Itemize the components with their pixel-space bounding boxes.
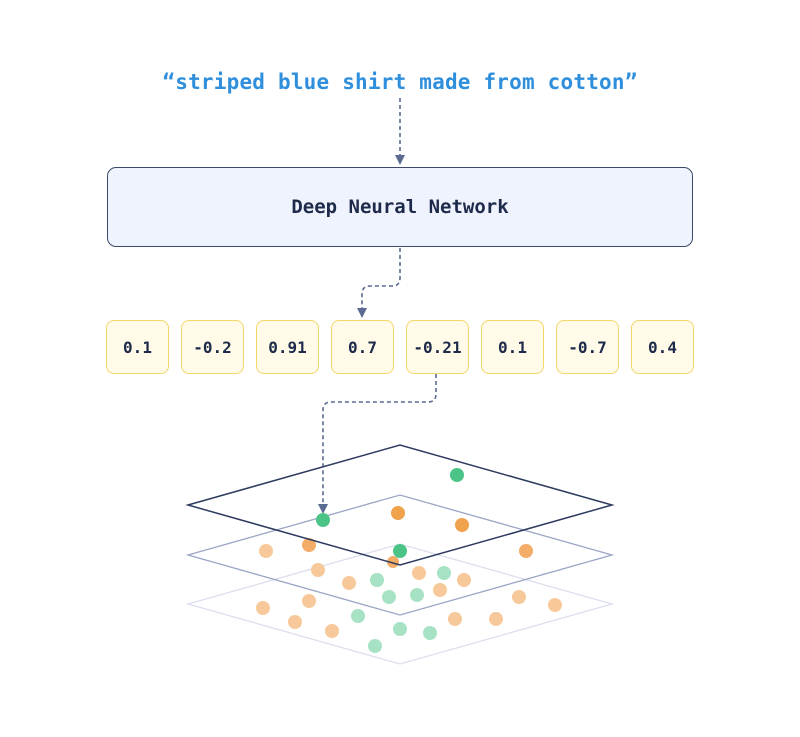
point-orange-faded <box>412 566 426 580</box>
point-green-faded <box>423 626 437 640</box>
point-orange <box>455 518 469 532</box>
point-green <box>450 468 464 482</box>
embedding-cell-3: 0.91 <box>256 320 319 374</box>
embedding-cell-7: -0.7 <box>556 320 619 374</box>
point-green <box>393 544 407 558</box>
point-orange-faded <box>311 563 325 577</box>
vector-plane-top <box>185 444 615 566</box>
point-orange-faded <box>256 601 270 615</box>
point-orange <box>387 556 399 568</box>
point-orange-faded <box>512 590 526 604</box>
embedding-cell-6: 0.1 <box>481 320 544 374</box>
point-green-faded <box>410 588 424 602</box>
arrow-vector-to-space <box>318 374 437 514</box>
point-green-query <box>316 513 330 527</box>
embedding-cell-8: 0.4 <box>631 320 694 374</box>
top-points <box>316 468 469 532</box>
point-green-faded <box>437 566 451 580</box>
deep-neural-network-box: Deep Neural Network <box>107 167 693 247</box>
point-orange-faded <box>457 573 471 587</box>
arrow-network-to-vector <box>357 248 401 318</box>
point-green-faded <box>351 609 365 623</box>
embedding-cell-1: 0.1 <box>106 320 169 374</box>
vector-plane-bottom <box>185 543 615 665</box>
embedding-cell-4: 0.7 <box>331 320 394 374</box>
deep-neural-network-label: Deep Neural Network <box>291 196 509 218</box>
point-orange-faded <box>259 544 273 558</box>
point-orange-faded <box>489 612 503 626</box>
point-green-faded <box>393 622 407 636</box>
embedding-cell-5: -0.21 <box>406 320 469 374</box>
point-orange-faded <box>342 576 356 590</box>
point-orange-faded <box>288 615 302 629</box>
point-orange <box>391 506 405 520</box>
point-orange-faded <box>548 598 562 612</box>
point-green-faded <box>368 639 382 653</box>
point-green-faded <box>382 590 396 604</box>
embedding-cell-2: -0.2 <box>181 320 244 374</box>
point-orange-faded <box>433 583 447 597</box>
embedding-vector: 0.1 -0.2 0.91 0.7 -0.21 0.1 -0.7 0.4 <box>106 320 694 374</box>
point-orange-faded <box>325 624 339 638</box>
point-orange-faded <box>448 612 462 626</box>
faded-points <box>256 544 562 653</box>
vector-plane-middle <box>185 494 615 616</box>
point-orange <box>519 544 533 558</box>
point-green-faded <box>370 573 384 587</box>
middle-points <box>302 538 533 568</box>
point-orange <box>302 538 316 552</box>
query-text: “striped blue shirt made from cotton” <box>162 70 638 94</box>
point-orange-faded <box>302 594 316 608</box>
